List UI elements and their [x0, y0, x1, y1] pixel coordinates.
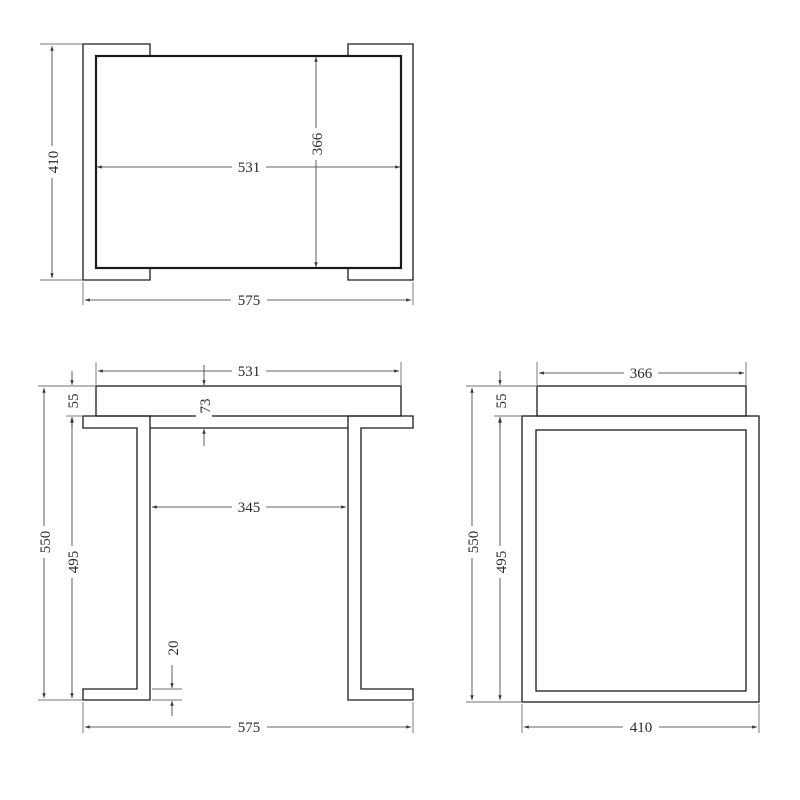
top-view: 410 531 366 575 [40, 43, 414, 309]
top-left-frame [82, 43, 151, 281]
front-tabletop [95, 385, 402, 417]
front-left-leg [82, 415, 151, 701]
dim-side-top-width-label: 366 [630, 366, 653, 382]
dim-side-overall-depth-label: 410 [630, 720, 653, 736]
dim-front-top-thickness-label: 73 [198, 399, 214, 414]
dim-front-total-height-label: 550 [38, 531, 54, 554]
dim-front-frame-height-label: 495 [66, 551, 82, 574]
dim-top-overall-width-label: 575 [238, 293, 261, 309]
dim-front-inner-clearance-label: 345 [238, 500, 261, 516]
top-right-frame [347, 43, 414, 281]
dim-side-frame-height-label: 495 [494, 551, 510, 574]
dim-side-top-offset-label: 55 [494, 394, 510, 409]
dim-top-depth-label: 410 [46, 151, 62, 174]
dim-front-top-offset-label: 55 [66, 394, 82, 409]
dim-top-inner-width-label: 531 [238, 160, 261, 176]
dim-front-foot-thickness-label: 20 [166, 641, 182, 656]
front-right-leg [347, 415, 414, 701]
side-tabletop [536, 385, 747, 417]
front-view: 531 73 345 550 495 55 20 [35, 362, 414, 736]
side-frame-outer [521, 415, 760, 703]
side-view: 366 550 495 55 410 [463, 362, 760, 736]
side-frame-inner [535, 429, 747, 692]
dim-side-total-height-label: 550 [466, 531, 482, 554]
dim-front-overall-width-label: 575 [238, 720, 261, 736]
dim-top-inner-depth-label: 366 [310, 132, 326, 155]
dim-front-top-width-label: 531 [238, 364, 261, 380]
